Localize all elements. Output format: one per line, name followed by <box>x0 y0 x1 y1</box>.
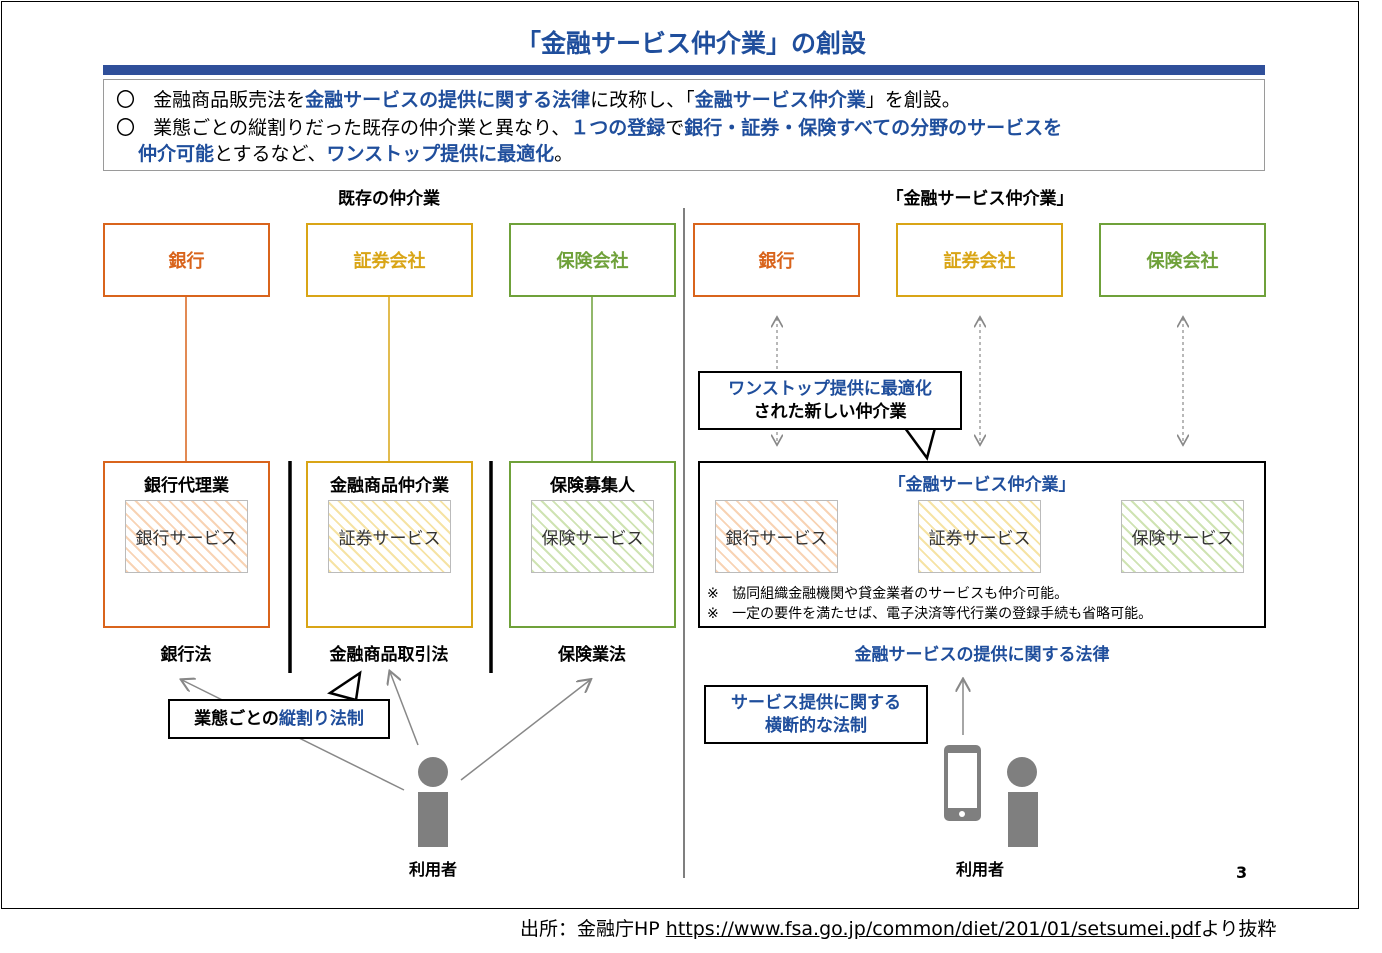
note-text: 一定の要件を満たせば、電子決済等代行業の登録手続も省略可能。 <box>732 606 1153 622</box>
left-bank-box: 銀行 <box>103 223 270 297</box>
bank-service: 銀行サービス <box>715 500 838 573</box>
summary-line-2: 〇 業態ごとの縦割りだった既存の仲介業と異なり、１つの登録で銀行・証券・保険すべ… <box>116 115 1062 141</box>
smartphone-icon <box>944 745 981 821</box>
source-link[interactable]: https://www.fsa.go.jp/common/diet/201/01… <box>665 918 1201 940</box>
insurance-service: 保険サービス <box>531 500 654 573</box>
slide-frame <box>1 1 1359 909</box>
left-heading: 既存の仲介業 <box>338 189 440 209</box>
right-securities-box: 証券会社 <box>896 223 1063 297</box>
text: で <box>665 117 685 139</box>
right-heading: 「金融サービス仲介業」 <box>886 189 1074 209</box>
insurance-law: 保険業法 <box>558 645 626 665</box>
left-insurance-box: 保険会社 <box>509 223 676 297</box>
page-number: 3 <box>1236 863 1248 882</box>
bank-service: 銀行サービス <box>125 500 248 573</box>
text: 」を創設。 <box>865 89 961 111</box>
securities-agency-box: 金融商品仲介業 証券サービス <box>306 461 473 628</box>
text: された新しい仲介業 <box>753 401 907 422</box>
note-text: 協同組織金融機関や貸金業者のサービスも仲介可能。 <box>732 586 1069 602</box>
text: 。 <box>554 143 574 165</box>
source-prefix: 出所：金融庁HP <box>520 918 666 940</box>
silo-callout: 業態ごとの縦割り法制 <box>168 699 390 739</box>
text: 金融商品販売法を <box>153 89 306 111</box>
agent-title: 保険募集人 <box>550 476 635 496</box>
agent-title: 銀行代理業 <box>144 476 229 496</box>
securities-service: 証券サービス <box>328 500 451 573</box>
text: 縦割り法制 <box>278 708 364 729</box>
text: とするなど、 <box>214 143 327 165</box>
person-icon <box>1007 757 1038 847</box>
text: ワンストップ提供に最適化 <box>728 378 932 399</box>
right-bank-box: 銀行 <box>693 223 860 297</box>
securities-service: 証券サービス <box>918 500 1041 573</box>
text: 金融サービスの提供に関する法律 <box>305 89 591 111</box>
summary-line-1: 〇 金融商品販売法を金融サービスの提供に関する法律に改称し、「金融サービス仲介業… <box>116 87 961 113</box>
text: サービス提供に関する <box>731 692 901 713</box>
securities-law: 金融商品取引法 <box>329 645 449 665</box>
text: 銀行・証券・保険すべての分野のサービスを <box>684 117 1063 139</box>
text: に改称し、「 <box>590 89 695 111</box>
user-arrow-securities <box>390 672 419 746</box>
user-arrow-insurance <box>460 680 590 781</box>
left-securities-box: 証券会社 <box>306 223 473 297</box>
note-1: ※ 協同組織金融機関や貸金業者のサービスも仲介可能。 <box>707 583 1068 603</box>
person-icon <box>418 757 448 847</box>
agent-title: 金融商品仲介業 <box>330 476 449 496</box>
insurance-service: 保険サービス <box>1121 500 1244 573</box>
text: 横断的な法制 <box>765 715 867 736</box>
text: ワンストップ提供に最適化 <box>326 143 555 165</box>
text: 仲介可能 <box>138 143 215 165</box>
bullet: 〇 <box>116 89 136 111</box>
note-mark: ※ <box>707 586 719 602</box>
text: 業態ごとの縦割りだった既存の仲介業と異なり、 <box>153 117 571 139</box>
note-2: ※ 一定の要件を満たせば、電子決済等代行業の登録手続も省略可能。 <box>707 603 1152 623</box>
text: 金融サービス仲介業 <box>694 89 866 111</box>
new-law: 金融サービスの提供に関する法律 <box>854 645 1110 665</box>
right-user-label: 利用者 <box>955 860 1004 879</box>
title-underline <box>103 65 1265 75</box>
summary-box: 〇 金融商品販売法を金融サービスの提供に関する法律に改称し、「金融サービス仲介業… <box>103 79 1265 171</box>
left-user-label: 利用者 <box>408 860 457 879</box>
right-insurance-box: 保険会社 <box>1099 223 1266 297</box>
callout-right-tail <box>902 426 937 461</box>
slide-title: 「金融サービス仲介業」の創設 <box>515 29 866 58</box>
text: １つの登録 <box>570 117 666 139</box>
insurance-agency-box: 保険募集人 保険サービス <box>509 461 676 628</box>
new-intermediary-title: 「金融サービス仲介業」 <box>888 475 1076 495</box>
new-intermediary-box: 「金融サービス仲介業」 銀行サービス 証券サービス 保険サービス ※ 協同組織金… <box>698 461 1266 628</box>
source-suffix: より抜粋 <box>1200 918 1277 940</box>
cross-sector-callout: サービス提供に関する 横断的な法制 <box>704 685 928 744</box>
note-mark: ※ <box>707 606 719 622</box>
summary-line-3: 仲介可能とするなど、ワンストップ提供に最適化。 <box>138 141 573 167</box>
text: 業態ごとの <box>194 708 279 729</box>
bank-law: 銀行法 <box>160 645 212 665</box>
bullet: 〇 <box>116 117 136 139</box>
bank-agency-box: 銀行代理業 銀行サービス <box>103 461 270 628</box>
onestop-callout: ワンストップ提供に最適化 された新しい仲介業 <box>698 371 962 430</box>
source-citation: 出所：金融庁HP https://www.fsa.go.jp/common/di… <box>520 914 1276 941</box>
callout-left-tail <box>327 670 362 702</box>
